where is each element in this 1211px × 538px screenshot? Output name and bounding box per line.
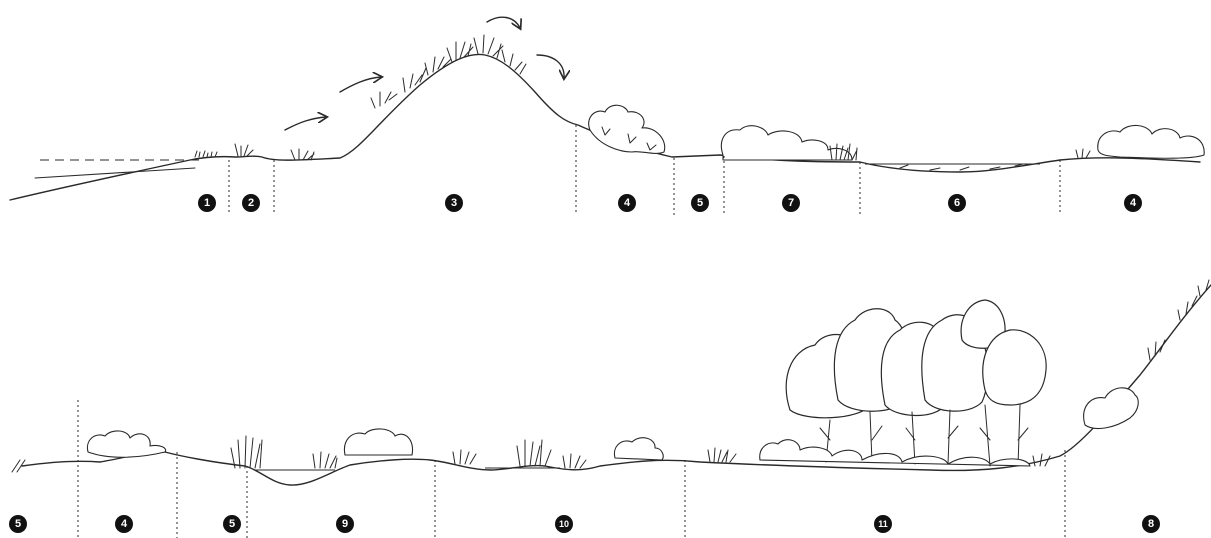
zone-number: 1 xyxy=(204,197,210,209)
wind-arrow-1 xyxy=(285,117,326,130)
top-profile xyxy=(10,17,1204,215)
zone-number: 3 xyxy=(451,197,457,209)
zone-badge: 4 xyxy=(618,194,636,212)
grass-zone-8 xyxy=(1148,280,1209,360)
zone-badge: 4 xyxy=(1124,194,1142,212)
shrub-group-bottom-zone-4 xyxy=(87,431,165,457)
zone-badge: 9 xyxy=(336,515,354,533)
zone-number: 10 xyxy=(559,519,569,529)
zone-badge: 6 xyxy=(948,194,966,212)
zone-number: 4 xyxy=(1130,197,1137,209)
wind-arrow-4 xyxy=(537,55,564,78)
zone-badge: 5 xyxy=(691,194,709,212)
zone-badge: 10 xyxy=(555,515,573,533)
zone-badge: 1 xyxy=(198,194,216,212)
shrub-group-zone-4-right xyxy=(1098,125,1204,158)
zone-number: 4 xyxy=(121,518,128,530)
shrub-group-zone-10 xyxy=(614,438,663,460)
zone-number: 11 xyxy=(878,519,888,529)
bottom-zone-badges: 5 4 5 9 10 11 8 xyxy=(9,515,1160,533)
top-zone-badges: 1 2 3 4 5 7 6 4 xyxy=(198,194,1142,212)
zone-badge: 4 xyxy=(115,515,133,533)
zone-number: 2 xyxy=(248,197,254,209)
reeds-zone-9 xyxy=(231,436,262,468)
shrub-group-zone-7 xyxy=(721,126,852,160)
reeds-zone-10 xyxy=(453,440,586,468)
shrub-group-zone-8 xyxy=(1084,388,1139,429)
zone-badge: 2 xyxy=(242,194,260,212)
dune-grass xyxy=(195,35,526,160)
zone-badge: 3 xyxy=(445,194,463,212)
zone-number: 8 xyxy=(1148,518,1154,530)
zone-badge: 11 xyxy=(874,515,892,533)
bottom-profile xyxy=(12,280,1211,538)
zone-number: 4 xyxy=(624,197,631,209)
zone-number: 6 xyxy=(954,197,960,209)
zone-badge: 7 xyxy=(782,194,800,212)
zone-number: 5 xyxy=(15,518,21,530)
grass-zone-4-right xyxy=(1076,149,1090,158)
zone-badge: 5 xyxy=(9,515,27,533)
tree-crown-6 xyxy=(983,330,1046,405)
zone-number: 7 xyxy=(788,197,794,209)
zone-number: 9 xyxy=(342,518,348,530)
grass-zone-9 xyxy=(313,452,337,468)
shrub-group-zone-9 xyxy=(344,429,412,455)
zone-number: 5 xyxy=(229,518,235,530)
forest-zone-11 xyxy=(708,300,1050,466)
shrub-group-zone-4-left xyxy=(589,105,665,153)
wind-arrow-3 xyxy=(487,17,520,28)
zone-badge: 8 xyxy=(1142,515,1160,533)
zone-number: 5 xyxy=(697,197,703,209)
wind-arrow-2 xyxy=(340,77,381,92)
zone-badge: 5 xyxy=(223,515,241,533)
